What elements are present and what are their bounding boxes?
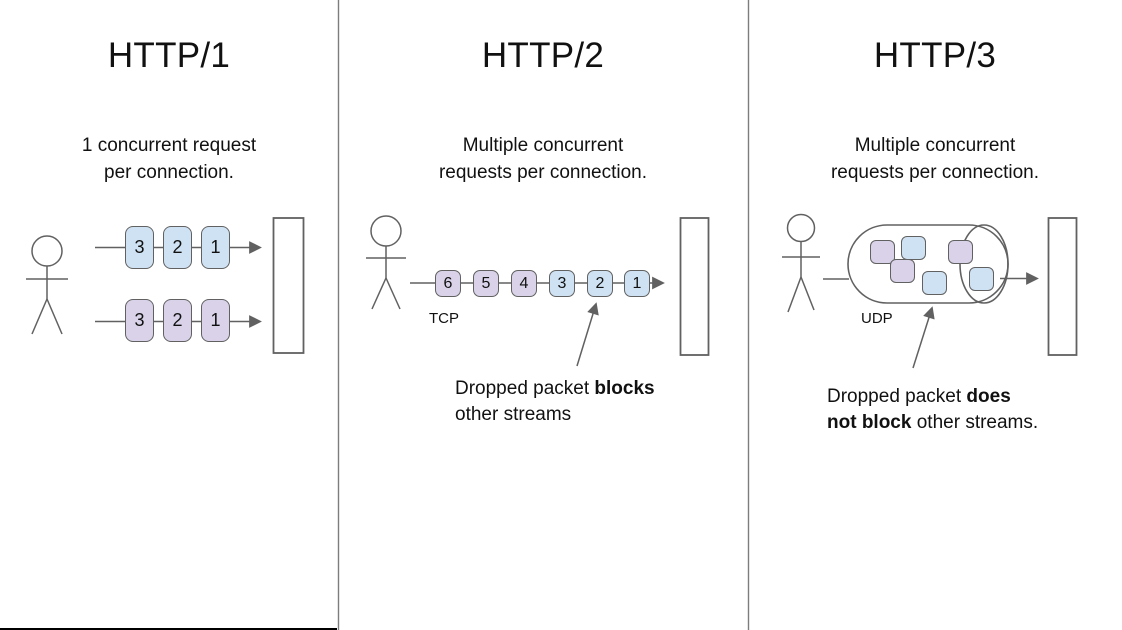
http1-subtitle: 1 concurrent request per connection.: [0, 132, 338, 186]
http3-title: HTTP/3: [873, 36, 997, 75]
http2-title: HTTP/2: [481, 36, 605, 75]
http1-lane1-packet-3: 3: [125, 226, 154, 269]
http3-dropped-packet-pointer-arrow: [912, 306, 935, 369]
http1-title: HTTP/1: [107, 36, 231, 75]
http2-subtitle: Multiple concurrent requests per connect…: [338, 132, 748, 186]
tcp-label: TCP: [429, 310, 459, 327]
http2-subtitle-line1: Multiple concurrent: [462, 135, 624, 156]
http2-packet-5: 5: [473, 270, 499, 297]
http3-packet-6: [969, 267, 994, 291]
http3-note-line2-bold: not block: [827, 412, 912, 433]
http3-packet-4: [922, 271, 947, 295]
udp-label: UDP: [861, 310, 893, 327]
client-figure-http3: [782, 213, 820, 313]
http3-dropped-packet-note: Dropped packet does not block other stre…: [827, 384, 1038, 436]
http3-subtitle-line2: requests per connection.: [830, 162, 1040, 183]
http1-lane1-packet-1: 1: [201, 226, 230, 269]
http1-subtitle-line2: per connection.: [104, 162, 234, 183]
http2-dropped-packet-pointer-arrow: [576, 302, 599, 367]
http3-packet-5: [948, 240, 973, 264]
http3-note-line2-normal: other streams.: [911, 412, 1039, 433]
http3-subtitle-line1: Multiple concurrent: [854, 135, 1016, 156]
http2-note-line1: Dropped packet blocks: [455, 376, 655, 402]
http3-note-line2: not block other streams.: [827, 410, 1038, 436]
http3-packet-3: [890, 259, 915, 283]
http2-packet-1: 1: [624, 270, 650, 297]
udp-tube: [847, 224, 1009, 304]
http2-note-line2: other streams: [455, 402, 655, 428]
server-box-http2: [679, 217, 710, 356]
http3-packet-2: [901, 236, 926, 260]
bottom-edge-line: [0, 628, 337, 630]
http2-note-line2-normal: other streams: [455, 404, 572, 425]
http1-lane2-packet-2: 2: [163, 299, 192, 342]
http1-lane2-packet-3: 3: [125, 299, 154, 342]
http2-dropped-packet-note: Dropped packet blocks other streams: [455, 376, 655, 428]
http2-packet-6: 6: [435, 270, 461, 297]
client-figure-http2: [366, 215, 406, 310]
http2-note-line1-bold: blocks: [594, 378, 655, 399]
http1-subtitle-line1: 1 concurrent request: [81, 135, 257, 156]
client-figure-http1: [26, 235, 68, 335]
http3-note-line1-normal: Dropped packet: [827, 386, 967, 407]
http1-lane1-packet-2: 2: [163, 226, 192, 269]
http2-packet-2: 2: [587, 270, 613, 297]
http2-note-line1-normal: Dropped packet: [455, 378, 595, 399]
server-box-http3: [1047, 217, 1078, 356]
server-box-http1: [272, 217, 305, 354]
http2-subtitle-line2: requests per connection.: [438, 162, 648, 183]
http3-note-line1-bold: does: [966, 386, 1011, 407]
http2-packet-4: 4: [511, 270, 537, 297]
http3-note-line1: Dropped packet does: [827, 384, 1038, 410]
http1-lane2-packet-1: 1: [201, 299, 230, 342]
http3-subtitle: Multiple concurrent requests per connect…: [748, 132, 1122, 186]
http2-packet-3: 3: [549, 270, 575, 297]
